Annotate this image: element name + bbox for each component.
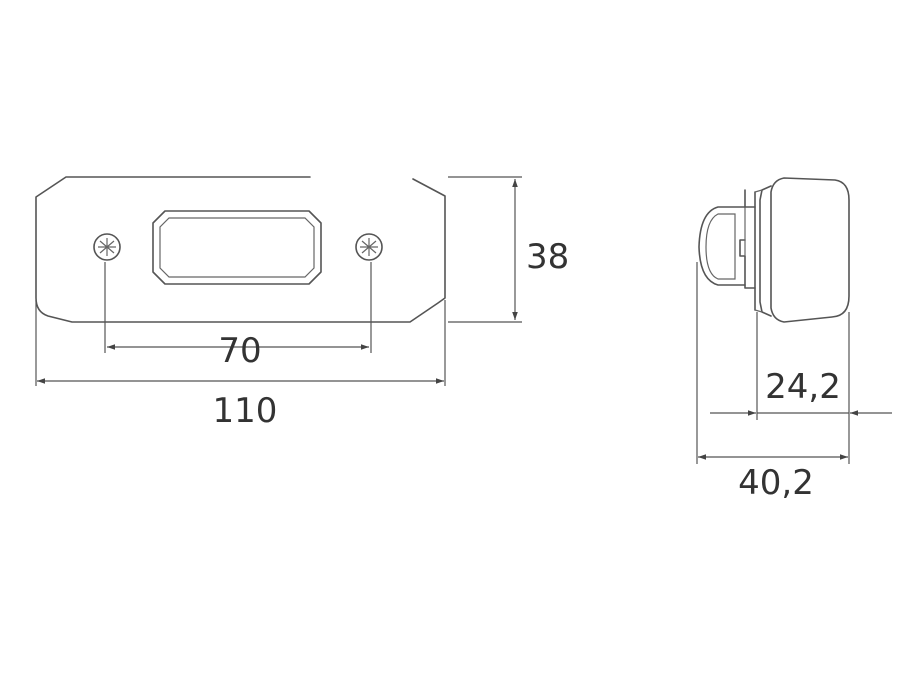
lens-window-outer bbox=[152, 210, 322, 285]
lens-window-inner bbox=[159, 217, 315, 278]
right-screw-icon bbox=[355, 233, 383, 261]
dim-label-overall-depth: 40,2 bbox=[738, 463, 814, 503]
side-connector bbox=[698, 206, 746, 286]
front-view: 70 110 38 bbox=[35, 176, 569, 431]
side-bracket bbox=[739, 189, 756, 289]
side-flange bbox=[759, 185, 772, 317]
dim-label-hole-spacing: 70 bbox=[218, 331, 261, 371]
base-plate-outline bbox=[35, 176, 446, 323]
left-screw-icon bbox=[93, 233, 121, 261]
dim-label-height: 38 bbox=[526, 237, 569, 277]
side-connector-inner bbox=[705, 213, 736, 280]
side-view: 24,2 40,2 bbox=[696, 177, 892, 503]
side-body-outline bbox=[770, 177, 850, 323]
dim-label-overall-width: 110 bbox=[213, 391, 278, 431]
dim-label-body-depth: 24,2 bbox=[765, 367, 841, 407]
